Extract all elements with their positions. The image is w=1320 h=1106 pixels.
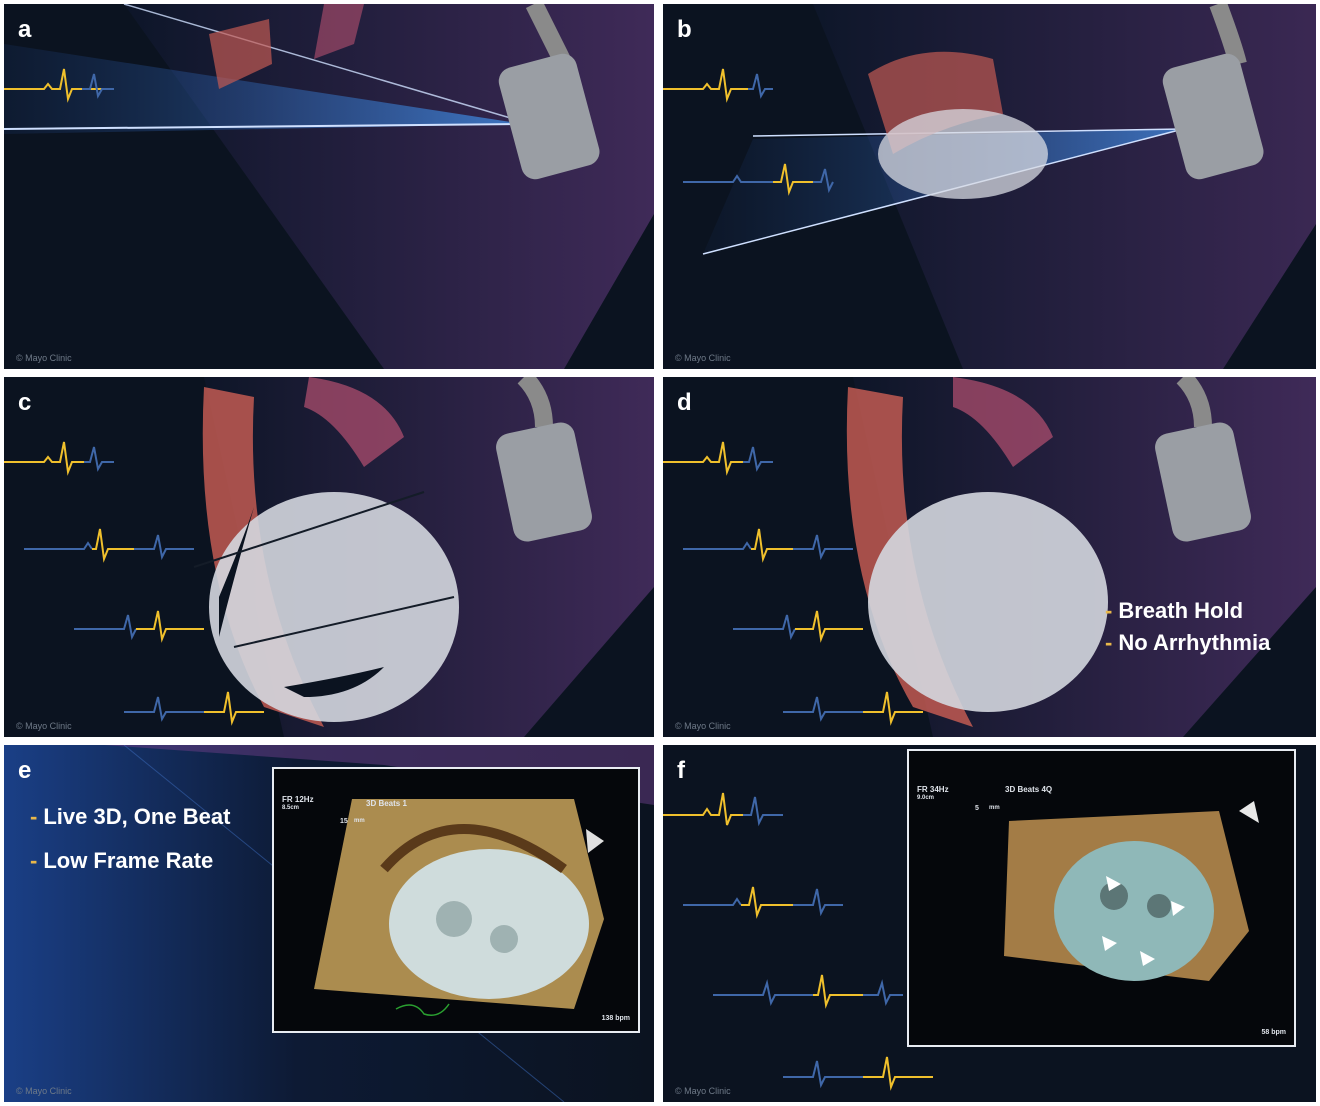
- echo-3d-inset: FR 34Hz 9.0cm 3D Beats 4Q 5 mm 58 bpm: [907, 749, 1296, 1047]
- frame-rate-text: FR 12Hz: [282, 795, 314, 804]
- credit-text: © Mayo Clinic: [16, 721, 72, 731]
- mode-text: 3D Beats 4Q: [1005, 785, 1052, 794]
- echo-3d-image: [909, 751, 1294, 1045]
- panel-a-illustration: [4, 4, 654, 369]
- bullet-list: -Breath Hold -No Arrhythmia: [1105, 595, 1270, 659]
- panel-f: f FR 34Hz 9.0cm 3D Beats 4Q 5 mm 58 bpm …: [663, 745, 1316, 1102]
- panel-e: e -Live 3D, One Beat -Low Frame Rate FR …: [4, 745, 654, 1102]
- panel-label: c: [18, 389, 31, 417]
- panel-c-illustration: [4, 377, 654, 737]
- depth-text: 9.0cm: [917, 794, 934, 803]
- bullet-item: -No Arrhythmia: [1105, 627, 1270, 659]
- bullet-item: -Low Frame Rate: [30, 839, 230, 883]
- panel-label: a: [18, 16, 31, 44]
- panel-b-illustration: [663, 4, 1316, 369]
- panel-a: a © Mayo Clinic: [4, 4, 654, 369]
- mode-text: 3D Beats 1: [366, 799, 407, 808]
- echo-3d-inset: FR 12Hz 8.5cm 3D Beats 1 15 mm 138 bpm: [272, 767, 640, 1033]
- heart-rate-text: 58 bpm: [1261, 1028, 1286, 1037]
- panel-label: d: [677, 389, 692, 417]
- credit-text: © Mayo Clinic: [675, 353, 731, 363]
- frame-rate-text: FR 34Hz: [917, 785, 949, 794]
- bullet-text: Breath Hold: [1118, 598, 1243, 623]
- scale-unit-text: mm: [354, 817, 365, 826]
- panel-label: e: [18, 757, 31, 785]
- bullet-item: -Breath Hold: [1105, 595, 1270, 627]
- panel-b: b © Mayo Clinic: [663, 4, 1316, 369]
- panel-label: b: [677, 16, 692, 44]
- panel-d-illustration: [663, 377, 1316, 737]
- scale-text: 5: [975, 804, 979, 813]
- panel-c: c © Mayo Clinic: [4, 377, 654, 737]
- depth-text: 8.5cm: [282, 804, 299, 813]
- heart-rate-text: 138 bpm: [602, 1014, 630, 1023]
- bullet-text: Low Frame Rate: [43, 848, 213, 873]
- bullet-text: No Arrhythmia: [1118, 630, 1270, 655]
- credit-text: © Mayo Clinic: [675, 721, 731, 731]
- credit-text: © Mayo Clinic: [675, 1086, 731, 1096]
- scale-unit-text: mm: [989, 804, 1000, 813]
- echo-3d-image: [274, 769, 638, 1031]
- panel-label: f: [677, 757, 685, 785]
- credit-text: © Mayo Clinic: [16, 1086, 72, 1096]
- credit-text: © Mayo Clinic: [16, 353, 72, 363]
- bullet-list: -Live 3D, One Beat -Low Frame Rate: [30, 795, 230, 883]
- panel-d: d -Breath Hold -No Arrhythmia © Mayo Cli…: [663, 377, 1316, 737]
- bullet-item: -Live 3D, One Beat: [30, 795, 230, 839]
- bullet-text: Live 3D, One Beat: [43, 804, 230, 829]
- scale-text: 15: [340, 817, 348, 826]
